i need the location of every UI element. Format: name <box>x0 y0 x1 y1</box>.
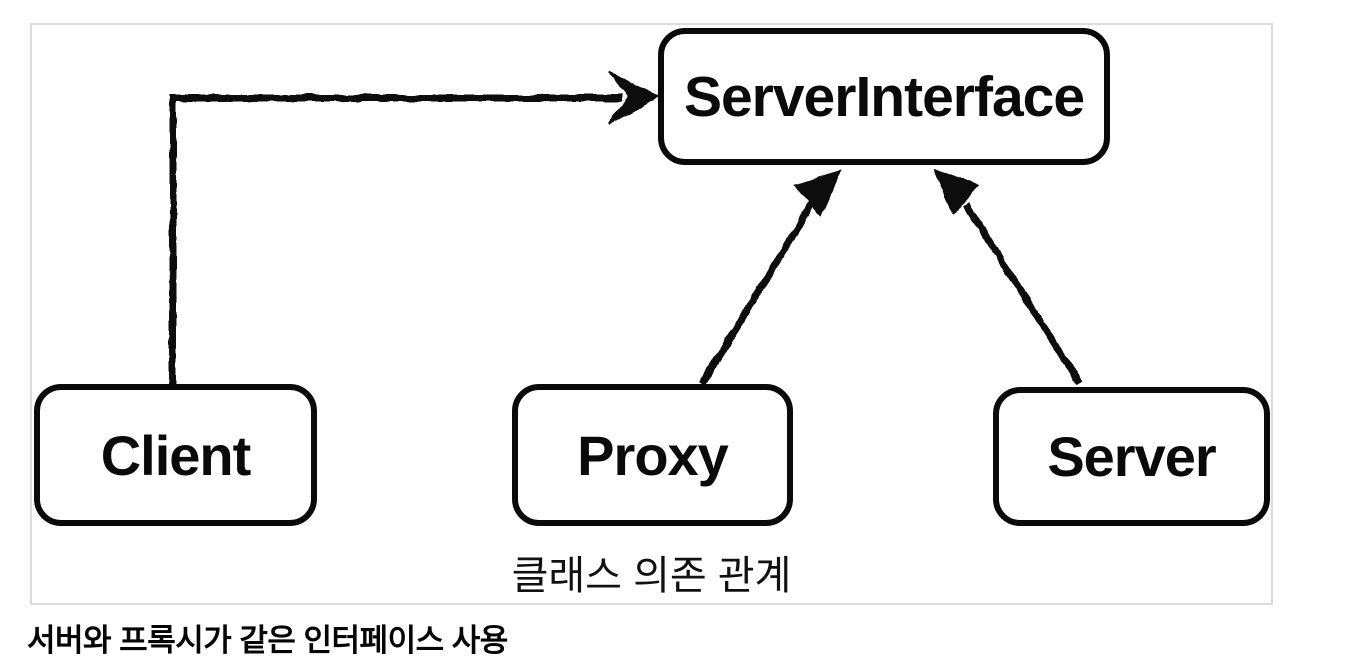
page-caption: 서버와 프록시가 같은 인터페이스 사용 <box>27 623 508 658</box>
node-server: Server <box>993 387 1270 526</box>
node-server-interface-label: ServerInterface <box>683 64 1085 129</box>
node-client-label: Client <box>100 423 252 487</box>
node-server-label: Server <box>1047 425 1216 488</box>
node-client: Client <box>34 384 317 526</box>
diagram-caption: 클래스 의존 관계 <box>511 554 792 598</box>
node-server-interface: ServerInterface <box>658 28 1110 165</box>
node-proxy-label: Proxy <box>577 423 729 487</box>
node-proxy: Proxy <box>512 384 793 526</box>
